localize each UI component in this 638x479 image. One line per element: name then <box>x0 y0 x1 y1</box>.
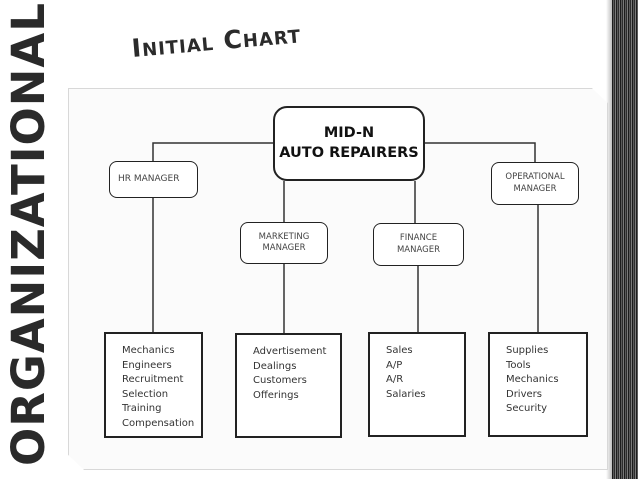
operational-duties-list: Supplies Tools Mechanics Drivers Securit… <box>488 332 588 437</box>
list-item: Tools <box>506 359 531 371</box>
list-item: Training <box>122 403 162 414</box>
list-item: Selection <box>122 388 169 400</box>
side-title: ORGANIZATIONAL <box>2 2 55 466</box>
page-heading: Initial Chart <box>130 19 303 63</box>
list-item: A/P <box>386 359 403 371</box>
list-item: Engineers <box>122 359 172 371</box>
list-item: Advertisement <box>253 346 327 357</box>
list-item: Salaries <box>386 388 426 400</box>
right-edge-strip <box>606 0 638 479</box>
list-item: Supplies <box>506 345 549 356</box>
list-item: Compensation <box>122 417 195 429</box>
hr-manager-box: HR MANAGER <box>109 161 198 198</box>
list-item: Drivers <box>506 388 542 400</box>
list-item: Customers <box>253 375 307 386</box>
list-item: Mechanics <box>506 374 559 385</box>
hr-duties-list: Mechanics Engineers Recruitment Selectio… <box>104 332 203 438</box>
marketing-manager-box: MARKETING MANAGER <box>240 222 328 264</box>
list-item: Security <box>506 403 548 414</box>
list-item: A/R <box>386 374 404 385</box>
marketing-duties-list: Advertisement Dealings Customers Offerin… <box>235 333 342 438</box>
list-item: Mechanics <box>122 345 175 356</box>
operational-manager-box: OPERATIONAL MANAGER <box>491 162 579 205</box>
finance-manager-box: FINANCE MANAGER <box>373 223 464 266</box>
root-box-company: MID-N AUTO REPAIRERS <box>273 106 425 181</box>
list-item: Dealings <box>253 360 297 372</box>
list-item: Offerings <box>253 389 299 401</box>
list-item: Sales <box>386 345 413 356</box>
list-item: Recruitment <box>122 374 184 385</box>
finance-duties-list: Sales A/P A/R Salaries <box>368 332 466 437</box>
